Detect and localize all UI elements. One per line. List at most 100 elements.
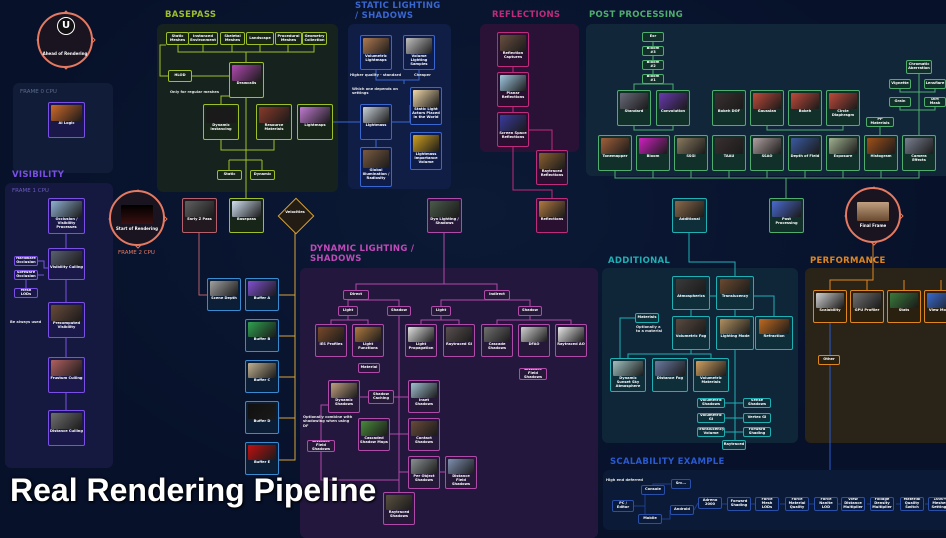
node-volumetric-shadows[interactable]: Volumetric Shadows: [697, 398, 725, 408]
node-basepass[interactable]: Basepass: [229, 198, 264, 233]
node-lightmaps[interactable]: Lightmaps: [297, 104, 333, 140]
node-light[interactable]: Light: [338, 306, 358, 316]
node-materials[interactable]: Materials: [635, 313, 659, 323]
node-raytraced[interactable]: Raytraced: [722, 440, 746, 450]
node-distance-field-shadows[interactable]: Distance Field Shadows: [445, 456, 477, 489]
node-android[interactable]: Android: [670, 505, 694, 515]
node-drawcalls[interactable]: Drawcalls: [229, 62, 264, 98]
node-shadow[interactable]: Shadow: [518, 306, 542, 316]
node-mobile[interactable]: Mobile: [638, 514, 662, 524]
node-dfao[interactable]: DFAO: [518, 324, 550, 357]
node-dynamic[interactable]: Dynamic: [250, 170, 275, 180]
node-cascade-shadows[interactable]: Cascade Shadows: [481, 324, 513, 357]
node-bloom-1[interactable]: Bloom #1: [642, 74, 664, 84]
node-dynamic-shadows[interactable]: Dynamic Shadows: [328, 380, 360, 413]
node-screen-space-reflections[interactable]: Screen Space Reflections: [497, 112, 529, 147]
node-force-mesh-lods[interactable]: Force Mesh LODs: [755, 497, 779, 511]
node-ssao[interactable]: SSAO: [750, 135, 784, 171]
node-convolution[interactable]: Convolution: [656, 90, 690, 126]
node-buffer-d[interactable]: Buffer D: [245, 401, 279, 434]
node-grain[interactable]: Grain: [889, 97, 911, 107]
node-post-processing[interactable]: Post Processing: [769, 198, 804, 233]
node-force-nanite-lod[interactable]: Force Nanite LOD: [814, 497, 838, 511]
node-foliage-density-multiplier[interactable]: Foliage Density Multiplier: [870, 497, 894, 511]
node-dynamic-sunset-sky-atmosphere[interactable]: Dynamic Sunset Sky Atmosphere: [610, 358, 646, 392]
node-occlusion-visibility-processes[interactable]: Occlusion / Visibility Processes: [48, 198, 85, 234]
node-resource-materials[interactable]: Resource Materials: [256, 104, 292, 140]
node-bokeh-dof[interactable]: Bokeh DOF: [712, 90, 746, 126]
node-volumetric-materials[interactable]: Volumetric Materials: [693, 358, 729, 392]
node-1000-meshes-settings[interactable]: 1000+ Meshes Settings: [928, 497, 946, 511]
node-planar-reflections[interactable]: Planar Reflections: [497, 72, 529, 107]
node-refraction[interactable]: Refraction: [755, 316, 793, 350]
node-light[interactable]: Light: [431, 306, 451, 316]
node-adreno-2000[interactable]: Adreno 2000: [698, 497, 722, 509]
node-buffer-a[interactable]: Buffer A: [245, 278, 279, 311]
node-instanced-environment[interactable]: Instanced Environment: [188, 32, 218, 45]
node-forward-shading[interactable]: Forward Shading: [743, 427, 771, 437]
node-procedural-meshes[interactable]: Procedural Meshes: [275, 32, 302, 45]
node-forward-shading[interactable]: Forward Shading: [727, 497, 751, 511]
start-of-rendering-node[interactable]: Start of Rendering: [109, 190, 165, 246]
node-bloom-3[interactable]: Bloom #3: [642, 46, 664, 56]
node-landscape[interactable]: Landscape: [246, 32, 274, 45]
node-volumetric-lightmaps[interactable]: Volumetric Lightmaps: [360, 35, 392, 70]
node-camera-effects[interactable]: Camera Effects: [902, 135, 936, 171]
node-exr[interactable]: Exr: [642, 32, 664, 42]
node-hardware-occlusion[interactable]: Hardware Occlusion: [14, 256, 38, 266]
node-translucency[interactable]: Translucency: [716, 276, 754, 310]
node-taau[interactable]: TAAU: [712, 135, 746, 171]
node-cascaded-shadow-maps[interactable]: Cascaded Shadow Maps: [358, 418, 390, 451]
node-sense-shadows[interactable]: Sense Shadows: [743, 398, 771, 408]
node-buffer-c[interactable]: Buffer C: [245, 360, 279, 393]
node-volumetric-gi[interactable]: Volumetric GI: [697, 413, 725, 423]
node-indirect[interactable]: Indirect: [484, 290, 510, 300]
node-distance-fog[interactable]: Distance Fog: [652, 358, 688, 392]
node-ies-profiles[interactable]: IES Profiles: [315, 324, 347, 357]
node-static-meshes[interactable]: Static Meshes: [166, 32, 189, 45]
node-distance-field-shadows[interactable]: Distance Field Shadows: [307, 440, 335, 452]
node-circle-diaphragm[interactable]: Circle Diaphragm: [826, 90, 860, 126]
node-force-material-quality[interactable]: Force Material Quality: [785, 497, 809, 511]
node-vignette[interactable]: Vignette: [889, 79, 911, 89]
node-light-functions[interactable]: Light Functions: [352, 324, 384, 357]
node-ai-logic[interactable]: AI Logic: [48, 102, 85, 138]
node-lightmass[interactable]: Lightmass: [360, 104, 392, 140]
node-volumetric-fog[interactable]: Volumetric Fog: [672, 316, 710, 350]
node-frustum-culling[interactable]: Frustum Culling: [48, 357, 85, 393]
node-direct[interactable]: Direct: [343, 290, 369, 300]
node-hlod[interactable]: HLOD: [168, 70, 192, 82]
node-raytraced-shadows[interactable]: Raytraced Shadows: [383, 492, 415, 525]
node-tonemapper[interactable]: Tonemapper: [598, 135, 632, 171]
node-reflection-captures[interactable]: Reflection Captures: [497, 32, 529, 67]
node-shadow-caching[interactable]: Shadow Caching: [368, 390, 394, 404]
node-histogram[interactable]: Histogram: [864, 135, 898, 171]
node-reflections[interactable]: Reflections: [536, 198, 568, 233]
node-pc-editor[interactable]: PC / Editor: [612, 500, 634, 512]
final-frame-node[interactable]: Final Frame: [845, 187, 901, 243]
node-standard[interactable]: Standard: [617, 90, 651, 126]
node-gpu-profiler[interactable]: GPU Profiler: [850, 290, 884, 323]
node-atmospherics[interactable]: Atmospherics: [672, 276, 710, 310]
node-translucency-volume[interactable]: Translucency Volume: [697, 427, 725, 437]
node-early-z-pass[interactable]: Early Z Pass: [182, 198, 217, 233]
node-software-occlusion[interactable]: Software Occlusion: [14, 270, 38, 280]
node-scalability[interactable]: Scalability: [813, 290, 847, 323]
node-light-propagation[interactable]: Light Propagation: [405, 324, 437, 357]
node-bloom[interactable]: Bloom: [636, 135, 670, 171]
node-material[interactable]: Material: [358, 363, 380, 373]
node-dirt-mask[interactable]: Dirt Mask: [924, 97, 946, 107]
node-static[interactable]: Static: [217, 170, 242, 180]
node-pp-materials[interactable]: PP Materials: [866, 117, 894, 127]
node-gaussian[interactable]: Gaussian: [750, 90, 784, 126]
node-bokeh[interactable]: Bokeh: [788, 90, 822, 126]
node-other[interactable]: Other: [818, 355, 840, 365]
node-raytraced-ao[interactable]: Raytraced AO: [555, 324, 587, 357]
node-console[interactable]: Console: [641, 485, 665, 495]
node-volume-lighting-samples[interactable]: Volume Lighting Samples: [403, 35, 435, 70]
node-static-light-actors-placed-in-the-world[interactable]: Static Light Actors Placed in the World: [410, 87, 442, 125]
node-per-object-shadows[interactable]: Per Object Shadows: [408, 456, 440, 489]
node-mesh-lods[interactable]: Mesh LODs: [14, 288, 38, 298]
node-dynamic-instancing[interactable]: Dynamic Instancing: [203, 104, 239, 140]
node-precomputed-visibility[interactable]: Precomputed Visibility: [48, 302, 85, 338]
